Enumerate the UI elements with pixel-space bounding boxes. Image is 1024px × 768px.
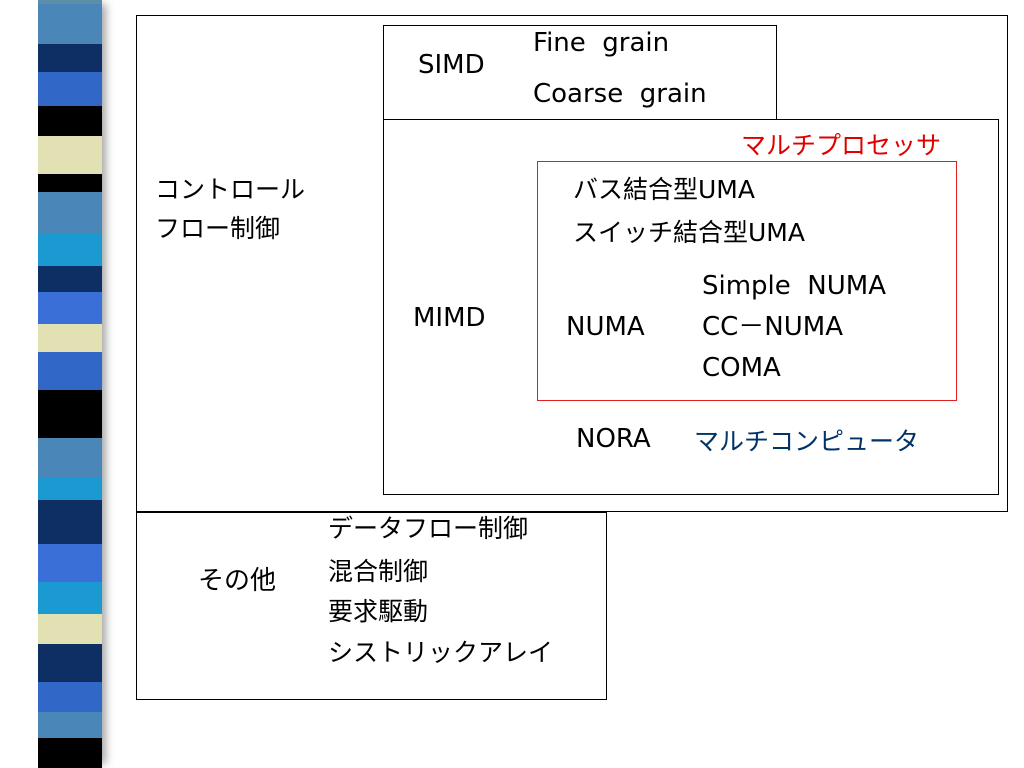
stripe-segment — [38, 500, 102, 544]
numa-item-coma: COMA — [702, 353, 781, 383]
decorative-stripe-bar — [38, 0, 102, 768]
multiprocessor-box — [537, 161, 957, 401]
numa-label: NUMA — [566, 312, 645, 342]
stripe-segment — [38, 234, 102, 266]
multicomputer-label: マルチコンピュータ — [694, 427, 920, 456]
numa-item-simple: Simple NUMA — [702, 271, 887, 301]
mimd-label: MIMD — [413, 303, 486, 333]
other-item-dataflow: データフロー制御 — [328, 514, 529, 543]
stripe-segment — [38, 390, 102, 438]
stripe-segment — [38, 712, 102, 738]
nora-label: NORA — [576, 424, 651, 454]
stripe-segment — [38, 72, 102, 106]
other-box — [136, 512, 607, 700]
stripe-segment — [38, 738, 102, 768]
multiprocessor-label: マルチプロセッサ — [741, 131, 942, 160]
stripe-segment — [38, 174, 102, 192]
stripe-segment — [38, 44, 102, 72]
numa-item-cc: CC－NUMA — [702, 312, 844, 342]
mimd-box — [383, 119, 999, 495]
simd-box — [383, 25, 777, 120]
other-item-systolic-array: シストリックアレイ — [328, 638, 554, 667]
stripe-segment — [38, 106, 102, 136]
stripe-segment — [38, 544, 102, 582]
control-flow-label-line2: フロー制御 — [155, 214, 281, 243]
stripe-segment — [38, 136, 102, 174]
stripe-segment — [38, 324, 102, 352]
stripe-segment — [38, 614, 102, 644]
simd-item-fine-grain: Fine grain — [533, 28, 670, 58]
stripe-segment — [38, 352, 102, 390]
simd-item-coarse-grain: Coarse grain — [533, 79, 707, 109]
uma-item-switch: スイッチ結合型UMA — [573, 218, 805, 247]
control-flow-label-line1: コントロール — [155, 175, 306, 204]
other-item-hybrid: 混合制御 — [328, 557, 429, 586]
stripe-segment — [38, 682, 102, 712]
uma-item-bus: バス結合型UMA — [573, 175, 755, 204]
stripe-segment — [38, 0, 102, 4]
simd-label: SIMD — [418, 50, 485, 80]
stripe-segment — [38, 478, 102, 500]
other-item-demand-driven: 要求駆動 — [328, 597, 429, 626]
stripe-segment — [38, 266, 102, 292]
other-label: その他 — [198, 566, 277, 596]
stripe-segment — [38, 644, 102, 682]
stripe-segment — [38, 4, 102, 44]
stripe-segment — [38, 438, 102, 478]
stripe-segment — [38, 292, 102, 324]
stripe-segment — [38, 192, 102, 234]
stripe-segment — [38, 582, 102, 614]
